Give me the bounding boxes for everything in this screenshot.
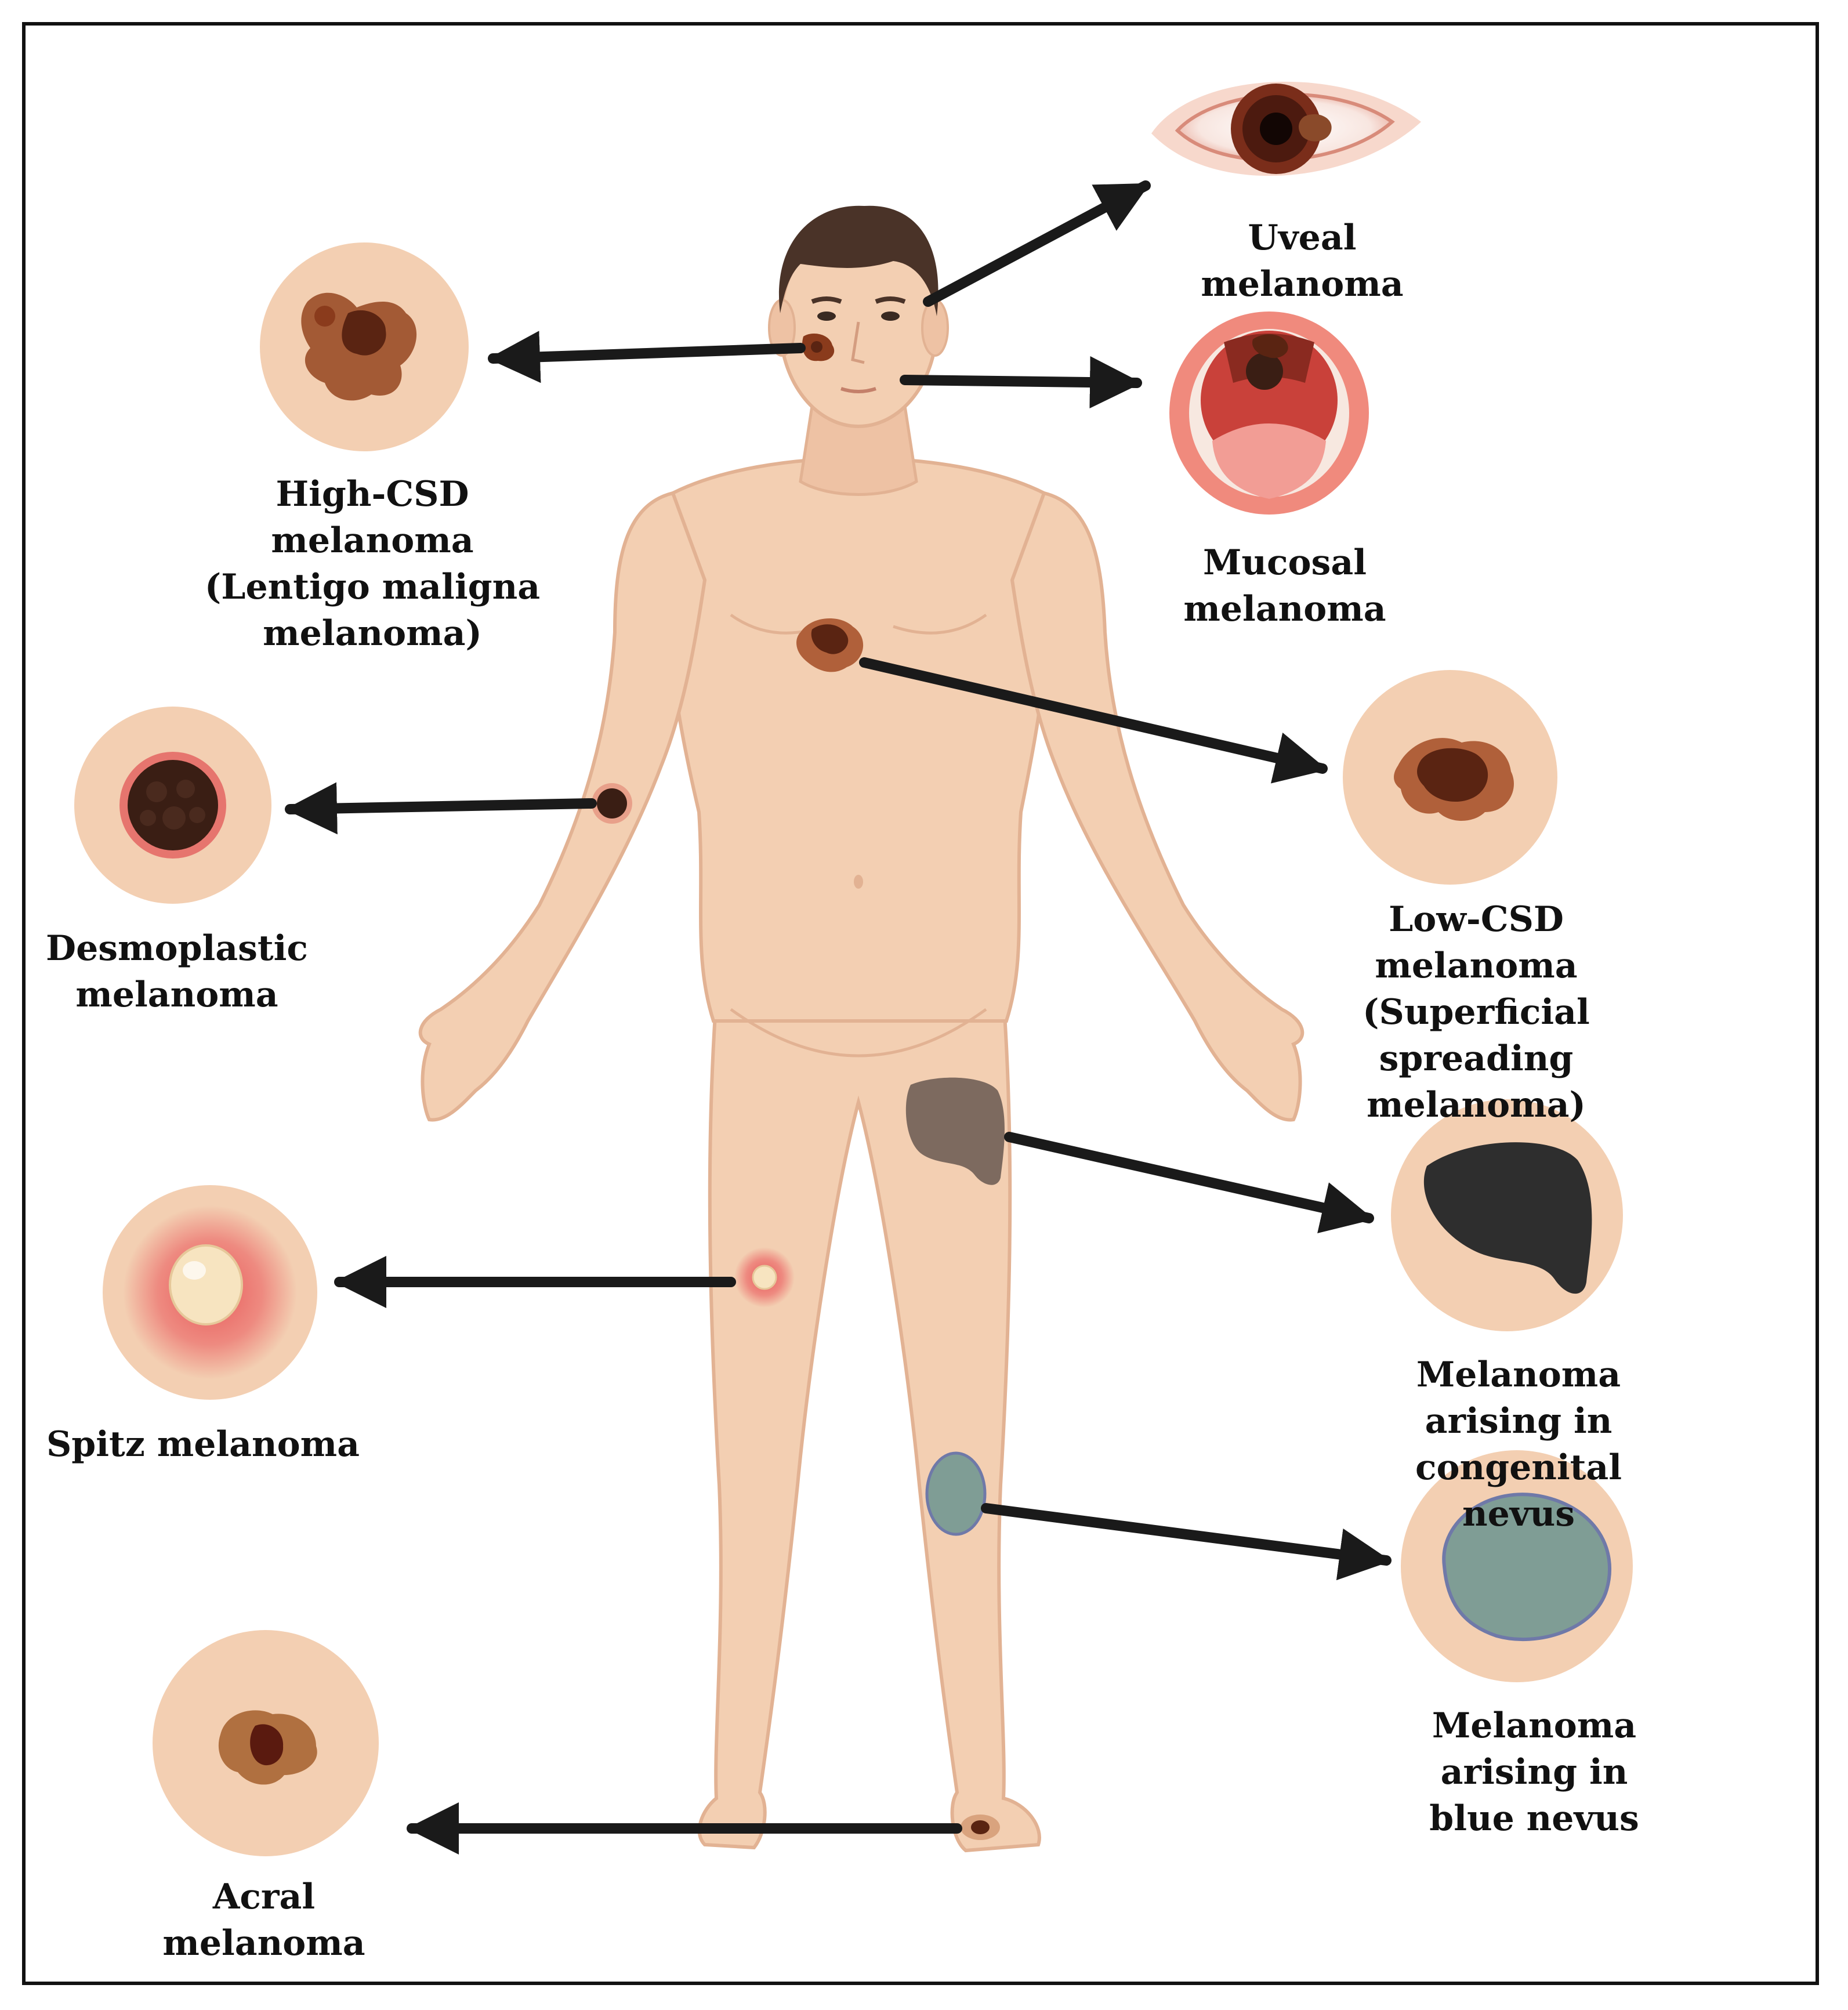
- arrow-low-csd: [859, 657, 1328, 784]
- desmoplastic-label: Desmoplastic melanoma: [46, 928, 308, 1015]
- low-csd-label: Low-CSD melanoma (Superficial spreading …: [1363, 899, 1590, 1125]
- foot-lesion: [961, 1815, 1000, 1840]
- torso: [665, 457, 1052, 1023]
- congenital-callout: [1391, 1099, 1623, 1331]
- high-csd-callout: [260, 242, 469, 451]
- right-arm: [1010, 491, 1305, 1122]
- mucosal-label: Mucosal melanoma: [1183, 542, 1386, 629]
- human-figure: [418, 205, 1305, 1853]
- spitz-callout: [103, 1185, 317, 1400]
- low-csd-callout: [1343, 670, 1557, 885]
- spitz-label: Spitz melanoma: [46, 1424, 360, 1465]
- cheek-lesion: [802, 334, 835, 361]
- arm-lesion: [592, 783, 632, 824]
- desmoplastic-callout: [74, 707, 271, 904]
- body-lesions: [592, 334, 1005, 1840]
- thigh-lesion: [905, 1077, 1005, 1185]
- arrows: [285, 180, 1392, 1855]
- high-csd-label: High-CSD melanoma (Lentigo maligna melan…: [204, 474, 541, 654]
- arrow-high-csd: [488, 331, 806, 383]
- arrow-uveal: [923, 180, 1151, 307]
- face: [811, 296, 906, 393]
- chest-lesion: [796, 618, 864, 672]
- mucosal-mouth-illustration: [1169, 312, 1369, 515]
- blue-nevus-callout: [1401, 1450, 1633, 1682]
- arrow-desmoplastic: [285, 782, 597, 835]
- neck: [799, 404, 918, 496]
- uveal-label: Uveal melanoma: [1201, 218, 1404, 305]
- blue-label: Melanoma arising in blue nevus: [1429, 1705, 1639, 1839]
- hair: [778, 205, 939, 316]
- arrow-blue: [981, 1503, 1392, 1581]
- left-arm: [418, 491, 707, 1122]
- uveal-eye-illustration: [1151, 81, 1421, 176]
- right-ear: [921, 299, 949, 357]
- congenital-label: Melanoma arising in congenital nevus: [1415, 1355, 1622, 1534]
- shin-lesion: [925, 1451, 987, 1536]
- acral-callout: [153, 1630, 379, 1856]
- legs: [697, 996, 1041, 1853]
- arrow-mucosal: [900, 356, 1142, 408]
- knee-lesion: [734, 1247, 795, 1308]
- arrow-congenital: [1004, 1132, 1374, 1234]
- acral-label: Acral melanoma: [162, 1877, 365, 1964]
